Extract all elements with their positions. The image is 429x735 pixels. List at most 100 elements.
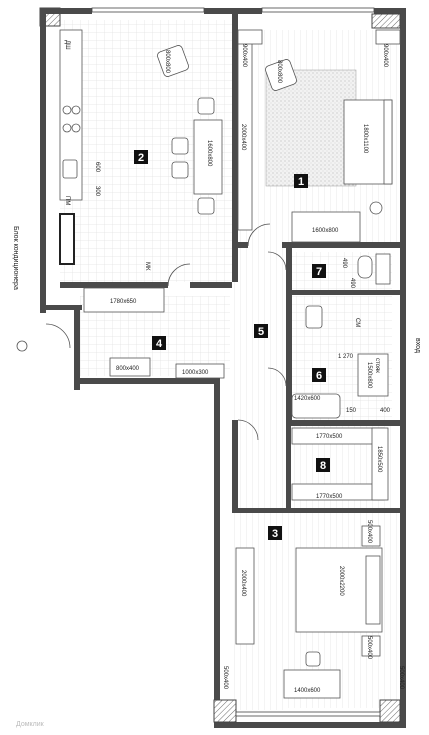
chair xyxy=(171,161,189,179)
wall xyxy=(204,8,238,14)
sofa-back xyxy=(383,99,393,185)
bed-corner-right-dim: 500x400 xyxy=(398,666,404,690)
room-number-1: 1 xyxy=(298,176,304,188)
room-badge xyxy=(316,458,330,472)
chair xyxy=(197,197,215,215)
bath-dim-1500: 1500x800 xyxy=(366,362,372,389)
room-badge xyxy=(254,324,268,338)
door-arc xyxy=(267,251,287,271)
kitchen-counter xyxy=(59,29,83,201)
wall xyxy=(91,7,205,13)
bed-desk xyxy=(283,669,341,699)
walls xyxy=(39,7,406,728)
room-number-7: 7 xyxy=(316,266,322,278)
bed-wardrobe xyxy=(235,547,255,645)
wall xyxy=(214,378,220,728)
stove-burner xyxy=(71,105,81,115)
wall xyxy=(286,420,400,426)
wall xyxy=(214,722,406,728)
kitchen-table xyxy=(193,119,223,195)
closet-shelf-side xyxy=(371,427,389,501)
nightstand xyxy=(361,525,381,547)
person-icon xyxy=(16,340,28,352)
wall xyxy=(292,290,400,295)
wall xyxy=(238,242,248,248)
wall xyxy=(232,508,286,513)
tv-left-dim: 900x400 xyxy=(241,44,247,68)
wc-floor xyxy=(292,252,392,292)
wall xyxy=(286,246,292,422)
living-desk xyxy=(291,211,361,243)
window xyxy=(59,213,75,265)
shower xyxy=(357,353,389,397)
dim-300: 300 xyxy=(94,186,100,197)
furniture xyxy=(16,29,401,699)
room-number-6: 6 xyxy=(316,370,322,382)
wc-dim-b: 490 xyxy=(349,278,355,289)
room-badge xyxy=(294,174,308,188)
label-stoyak: стояк xyxy=(374,358,380,373)
wall xyxy=(40,8,92,14)
side-table xyxy=(369,201,383,215)
room-number-2: 2 xyxy=(138,152,144,164)
entrance-label: вход xyxy=(414,338,421,353)
stove-burner xyxy=(62,105,72,115)
wall xyxy=(74,310,80,390)
wall xyxy=(379,699,401,723)
bed-dim: 2000x2200 xyxy=(338,566,344,596)
kitchen-chair-dim: 800x800 xyxy=(164,50,170,74)
wall xyxy=(235,711,381,717)
hall-shelf xyxy=(175,363,225,379)
label-pm: ПМ xyxy=(64,196,70,205)
toilet xyxy=(357,255,373,279)
door-arc xyxy=(45,323,71,349)
wall xyxy=(261,7,375,13)
doors xyxy=(45,223,287,441)
wall xyxy=(371,13,401,29)
wall xyxy=(232,14,238,282)
door-arc xyxy=(247,223,271,247)
room-number-3: 3 xyxy=(272,528,278,540)
wardrobe-corridor-dim: 1780x650 xyxy=(110,299,137,305)
desk-chair xyxy=(305,651,321,667)
hall-bench xyxy=(109,357,151,377)
bed-pillows xyxy=(365,555,381,625)
hall-wardrobe-dim: 1000x300 xyxy=(182,370,209,376)
armchair-living xyxy=(265,59,297,91)
room-number-8: 8 xyxy=(320,460,326,472)
bathtub xyxy=(291,393,341,419)
bath-dim-400: 400 xyxy=(380,408,391,414)
chair xyxy=(171,137,189,155)
room-number-4: 4 xyxy=(156,338,163,350)
closet-top-dim: 1770x500 xyxy=(316,434,343,440)
tv-stand-right xyxy=(375,29,401,45)
wall xyxy=(190,282,232,288)
hall-bench-dim: 800x400 xyxy=(116,366,140,372)
room-badge xyxy=(152,336,166,350)
label-sm: СМ xyxy=(354,318,360,327)
bath-dim-150: 150 xyxy=(346,408,357,414)
wall xyxy=(40,8,46,313)
stove-burner xyxy=(71,123,81,133)
sofa-dim: 1800x1100 xyxy=(362,124,368,154)
living-chair-dim: 800x800 xyxy=(276,60,282,84)
tv-right-dim: 900x400 xyxy=(382,44,388,68)
living-wardrobe-dim: 2000x400 xyxy=(240,124,246,151)
door-arc xyxy=(167,263,191,287)
ac-unit-label: Блок кондиционера xyxy=(12,226,19,290)
label-mk: МК xyxy=(144,262,150,271)
hall-wardrobe-top xyxy=(83,287,165,313)
living-desk-dim: 1600x800 xyxy=(312,228,339,234)
wall xyxy=(282,242,400,248)
wall xyxy=(46,305,82,310)
label-dsh: ДШ xyxy=(64,40,70,50)
wall xyxy=(232,420,238,512)
wc-sink xyxy=(375,253,391,285)
room-badge xyxy=(268,526,282,540)
bath-dim-1420: 1420x600 xyxy=(294,396,321,402)
wall xyxy=(400,8,406,722)
closet-side-dim: 1850x500 xyxy=(376,446,382,473)
nightstand-top-dim: 500x400 xyxy=(366,520,372,544)
room-badge xyxy=(134,150,148,164)
